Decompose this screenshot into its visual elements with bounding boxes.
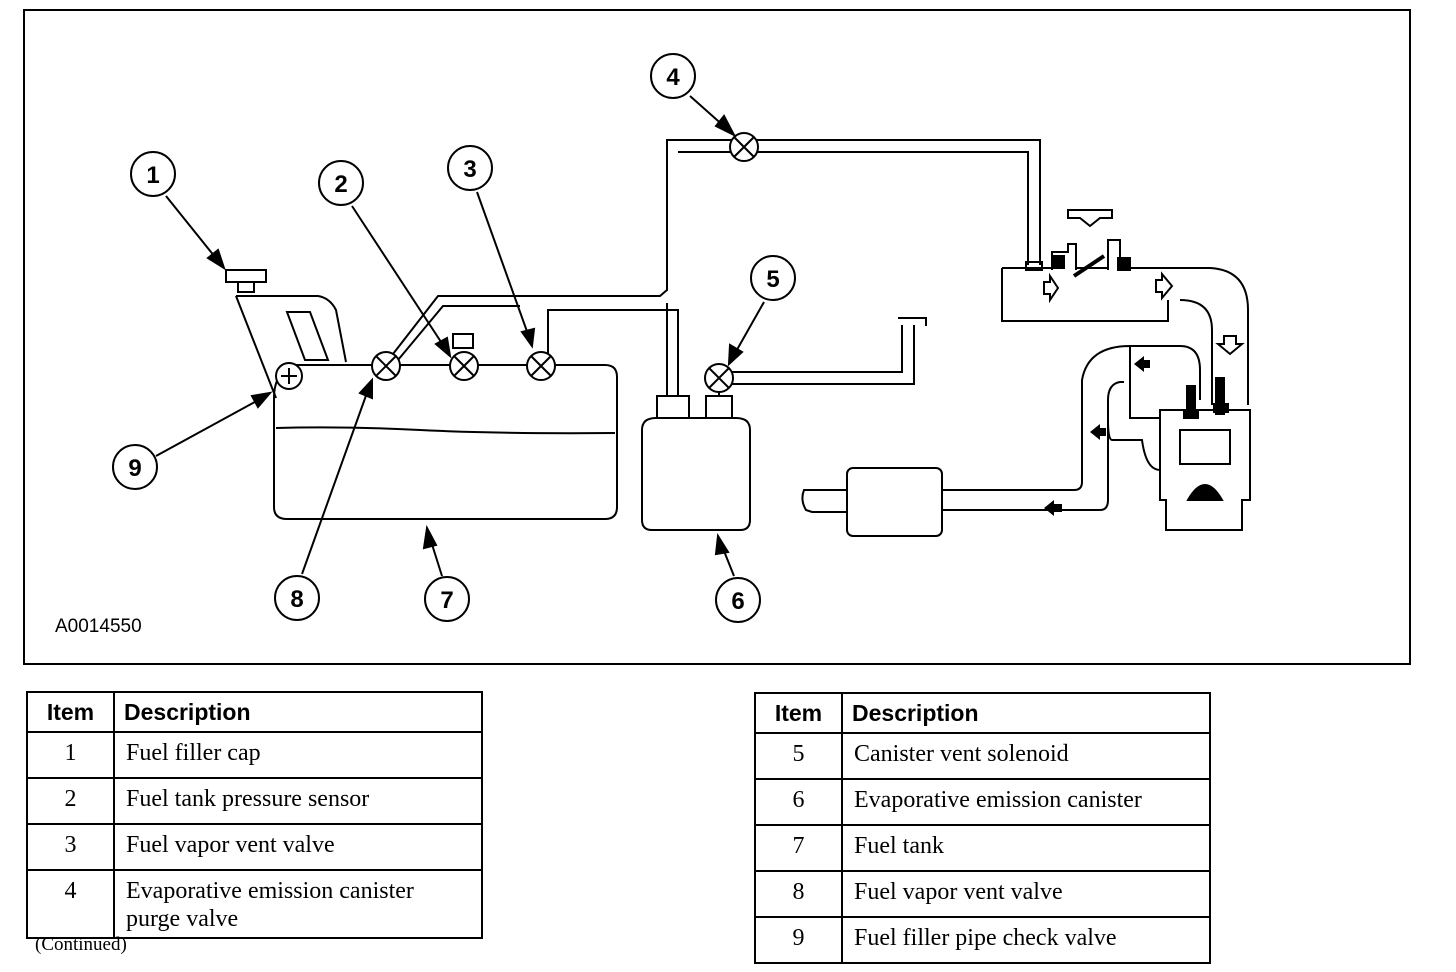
item-header: Item — [26, 691, 115, 733]
figure-id: A0014550 — [55, 616, 142, 637]
item-number: 9 — [754, 916, 843, 964]
svg-text:6: 6 — [731, 588, 744, 615]
exhaust-flow-arrows — [1044, 356, 1150, 516]
continued-note: (Continued) — [35, 934, 127, 955]
svg-text:7: 7 — [440, 587, 453, 614]
diagram-frame — [23, 9, 1411, 665]
callout-8: 8 — [274, 575, 320, 621]
legend-row: 7 Fuel tank — [754, 824, 1211, 872]
item-number: 1 — [26, 731, 115, 779]
item-description: Fuel tank — [841, 824, 1211, 872]
svg-text:5: 5 — [766, 266, 779, 293]
engine-cylinder — [1159, 377, 1251, 531]
svg-text:4: 4 — [666, 64, 680, 91]
svg-text:9: 9 — [128, 455, 141, 482]
callout-5: 5 — [750, 255, 796, 301]
legend-row: 8 Fuel vapor vent valve — [754, 870, 1211, 918]
legend-row: 4 Evaporative emission canister purge va… — [26, 869, 483, 939]
evap-system-diagram: 1 2 3 4 5 6 7 8 9 A0014550 — [23, 9, 1411, 665]
svg-text:8: 8 — [290, 586, 303, 613]
callout-4: 4 — [650, 53, 696, 99]
description-header: Description — [113, 691, 483, 733]
legend-row: 3 Fuel vapor vent valve — [26, 823, 483, 871]
throttle-body — [1051, 239, 1131, 278]
exhaust-system — [801, 344, 1201, 537]
item-description: Evaporative emission canister — [841, 778, 1211, 826]
item-description: Evaporative emission canister purge valv… — [113, 869, 483, 939]
canister-purge-valve — [729, 132, 759, 162]
item-header: Item — [754, 692, 843, 734]
description-header: Description — [841, 692, 1211, 734]
legend-row: 9 Fuel filler pipe check valve — [754, 916, 1211, 964]
legend-table-right: Item Description 5 Canister vent solenoi… — [754, 692, 1211, 964]
fuel-filler-cap — [225, 269, 267, 293]
callout-9: 9 — [112, 444, 158, 490]
item-description: Canister vent solenoid — [841, 732, 1211, 780]
callout-6: 6 — [715, 577, 761, 623]
evaporative-emission-canister — [641, 395, 751, 531]
item-description: Fuel filler pipe check valve — [841, 916, 1211, 964]
canister-vent-solenoid — [704, 363, 734, 393]
item-number: 2 — [26, 777, 115, 825]
item-description: Fuel tank pressure sensor — [113, 777, 483, 825]
item-number: 6 — [754, 778, 843, 826]
canister-vent-line — [718, 317, 927, 396]
fuel-vapor-vent-valve-3 — [526, 351, 556, 381]
fuel-filler-pipe-check-valve — [275, 362, 303, 390]
item-number: 5 — [754, 732, 843, 780]
callout-1: 1 — [130, 151, 176, 197]
svg-text:1: 1 — [146, 162, 159, 189]
fuel-vapor-vent-valve-8 — [371, 351, 401, 381]
legend-row: 5 Canister vent solenoid — [754, 732, 1211, 780]
vapor-lines — [392, 139, 1043, 398]
item-number: 8 — [754, 870, 843, 918]
callout-7: 7 — [424, 576, 470, 622]
item-number: 4 — [26, 869, 115, 939]
svg-text:2: 2 — [334, 171, 347, 198]
item-description: Fuel vapor vent valve — [841, 870, 1211, 918]
callout-leaders — [155, 95, 765, 577]
legend-header-row: Item Description — [26, 691, 483, 733]
item-description: Fuel filler cap — [113, 731, 483, 779]
legend-header-row: Item Description — [754, 692, 1211, 734]
svg-text:3: 3 — [463, 156, 476, 183]
fuel-tank — [235, 295, 618, 520]
item-number: 7 — [754, 824, 843, 872]
legend-row: 1 Fuel filler cap — [26, 731, 483, 779]
intake-manifold — [1001, 267, 1249, 405]
item-description: Fuel vapor vent valve — [113, 823, 483, 871]
legend-row: 2 Fuel tank pressure sensor — [26, 777, 483, 825]
item-number: 3 — [26, 823, 115, 871]
callout-2: 2 — [318, 160, 364, 206]
airflow-arrows — [1043, 209, 1245, 356]
callout-3: 3 — [447, 145, 493, 191]
legend-row: 6 Evaporative emission canister — [754, 778, 1211, 826]
fuel-tank-pressure-sensor — [449, 333, 479, 381]
legend-table-left: Item Description 1 Fuel filler cap 2 Fue… — [26, 691, 483, 939]
